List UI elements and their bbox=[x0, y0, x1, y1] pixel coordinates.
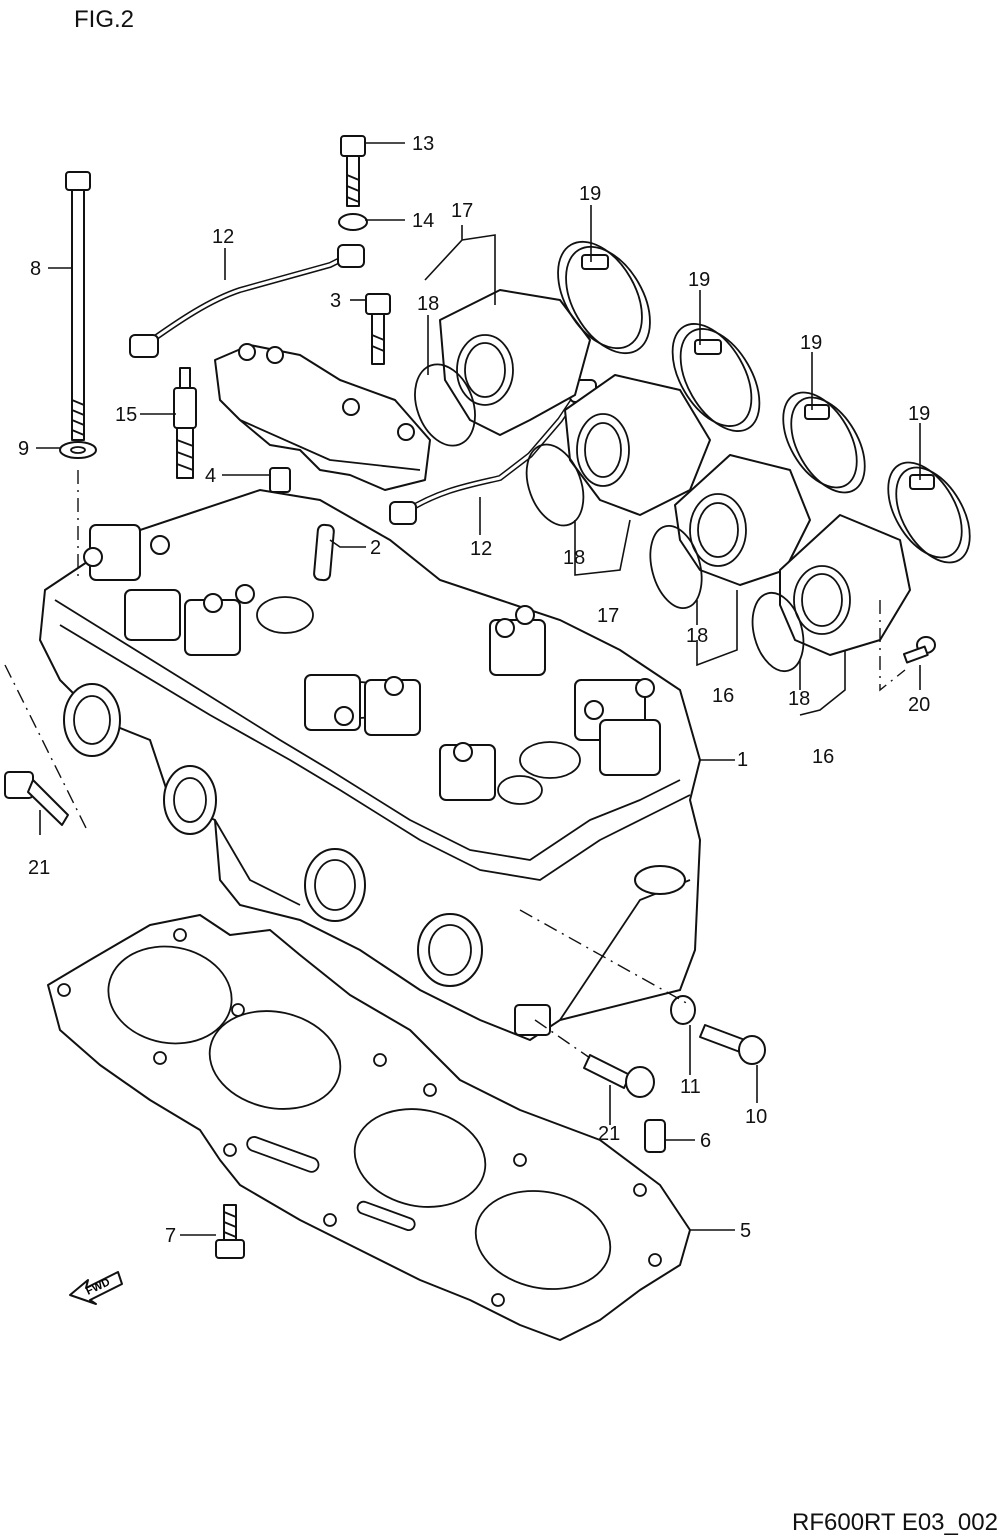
callout-16-a: 16 bbox=[712, 685, 734, 707]
bolt-21-left bbox=[4, 771, 69, 826]
o-ring-4 bbox=[751, 591, 805, 673]
callout-19-a: 19 bbox=[579, 183, 601, 205]
callout-19-b: 19 bbox=[688, 269, 710, 291]
bolt-21-right bbox=[583, 1054, 655, 1098]
callout-6: 6 bbox=[700, 1130, 711, 1152]
spark-plug bbox=[173, 367, 197, 479]
callout-19-c: 19 bbox=[800, 332, 822, 354]
callout-2: 2 bbox=[370, 537, 381, 559]
bolt-3 bbox=[365, 293, 391, 365]
o-ring-1 bbox=[414, 363, 476, 447]
callout-20: 20 bbox=[908, 694, 930, 716]
leader-lines bbox=[36, 142, 921, 1236]
callout-7: 7 bbox=[165, 1225, 176, 1247]
clamp-3 bbox=[782, 391, 866, 494]
callout-labels: 1 2 3 4 5 6 7 8 9 10 11 12 12 13 14 15 1… bbox=[18, 133, 930, 1247]
washer-14 bbox=[338, 213, 368, 231]
bolt-21-right-centerline bbox=[534, 1019, 591, 1059]
camshaft-holder bbox=[214, 343, 431, 491]
callout-12-upper: 12 bbox=[212, 226, 234, 248]
callout-17-a: 17 bbox=[451, 200, 473, 222]
cylinder-head bbox=[38, 488, 702, 1042]
bolt-7 bbox=[215, 1204, 245, 1259]
drawing-code: RF600RT E03_002 bbox=[792, 1509, 998, 1536]
cylinder-head-gasket bbox=[47, 914, 691, 1341]
callout-18-a: 18 bbox=[417, 293, 439, 315]
callout-1: 1 bbox=[737, 749, 748, 771]
callout-10: 10 bbox=[745, 1106, 767, 1128]
callout-9: 9 bbox=[18, 438, 29, 460]
bolt-10-centerline bbox=[519, 909, 691, 1006]
callout-18-c: 18 bbox=[686, 625, 708, 647]
callout-14: 14 bbox=[412, 210, 434, 232]
oil-pipe-upper bbox=[129, 244, 365, 358]
intake-pipe-1 bbox=[439, 289, 591, 436]
callout-4: 4 bbox=[205, 465, 216, 487]
callout-21-right: 21 bbox=[598, 1123, 620, 1145]
o-ring-2 bbox=[525, 443, 585, 527]
dowel-pin bbox=[269, 467, 291, 493]
fwd-arrow-icon: FWD bbox=[69, 1271, 123, 1305]
dowel-6 bbox=[644, 1119, 666, 1153]
callout-3: 3 bbox=[330, 290, 341, 312]
callout-11: 11 bbox=[680, 1076, 701, 1098]
bolt-10 bbox=[699, 1024, 766, 1065]
bolt-13 bbox=[340, 135, 366, 207]
callout-17-b: 17 bbox=[597, 605, 619, 627]
stud-bolt bbox=[59, 171, 97, 459]
o-ring-3 bbox=[649, 525, 703, 609]
oil-jet-pins bbox=[313, 523, 335, 582]
callout-8: 8 bbox=[30, 258, 41, 280]
callout-12-lower: 12 bbox=[470, 538, 492, 560]
screw-20 bbox=[902, 636, 936, 664]
callout-19-d: 19 bbox=[908, 403, 930, 425]
callout-18-b: 18 bbox=[563, 547, 585, 569]
callout-18-d: 18 bbox=[788, 688, 810, 710]
clamp-2 bbox=[671, 323, 761, 432]
figure-title: FIG.2 bbox=[74, 6, 134, 33]
bolt-21-left-centerline bbox=[4, 664, 89, 833]
callout-15: 15 bbox=[115, 404, 137, 426]
callout-16-b: 16 bbox=[812, 746, 834, 768]
washer-11 bbox=[670, 995, 696, 1025]
intake-pipe-2 bbox=[564, 374, 711, 516]
callout-5: 5 bbox=[740, 1220, 751, 1242]
callout-21-left: 21 bbox=[28, 857, 50, 879]
screw-20-centerline bbox=[879, 600, 906, 692]
clamp-4 bbox=[887, 461, 971, 564]
callout-13: 13 bbox=[412, 133, 434, 155]
clamp-1 bbox=[557, 240, 651, 355]
